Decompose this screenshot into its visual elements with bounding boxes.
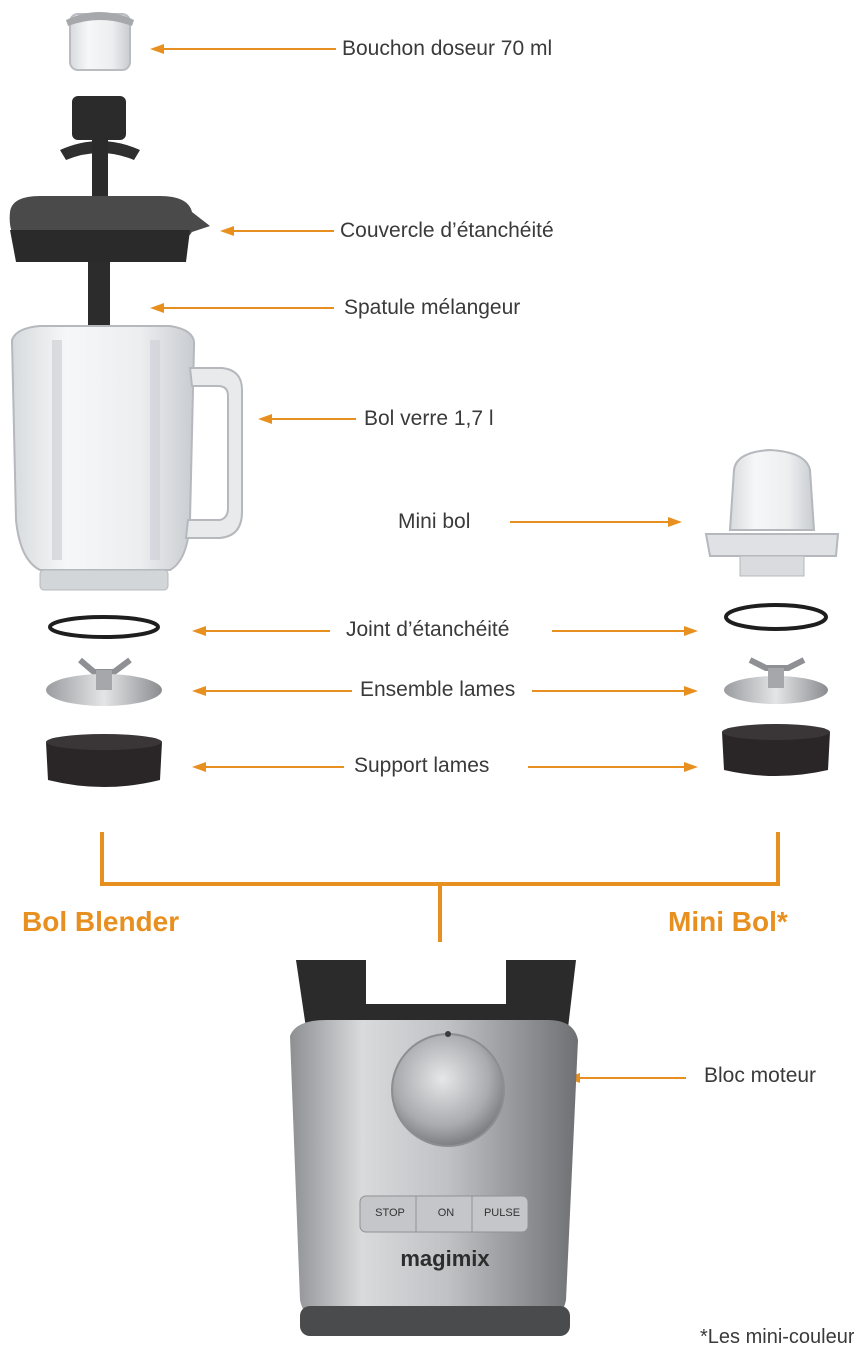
label-bouchon-doseur: Bouchon doseur 70 ml	[342, 37, 553, 60]
measuring-cap-illustration	[66, 12, 134, 71]
motor-block-illustration	[290, 960, 578, 1336]
group-mini-bol: Mini Bol*	[668, 906, 788, 937]
label-mini-bol: Mini bol	[398, 510, 471, 533]
right-parts-illustration	[722, 603, 830, 776]
compatibility-bracket	[100, 832, 780, 942]
brand-logo: magimix	[400, 1246, 490, 1271]
label-couvercle: Couvercle d’étanchéité	[340, 219, 554, 242]
label-support-lames: Support lames	[354, 754, 490, 777]
lid-and-spatula-illustration	[9, 96, 210, 342]
pulse-button: PULSE	[483, 1207, 521, 1219]
footnote: *Les mini-couleurs	[700, 1326, 854, 1348]
stop-button: STOP	[375, 1207, 405, 1219]
callout-arrows	[150, 44, 698, 1083]
on-button: ON	[437, 1207, 455, 1219]
glass-jug-illustration	[10, 325, 243, 591]
left-parts-illustration	[46, 615, 162, 787]
mini-bowl-illustration	[704, 448, 840, 577]
label-ensemble-lames: Ensemble lames	[360, 678, 516, 701]
label-spatule: Spatule mélangeur	[344, 296, 521, 319]
label-bol-verre: Bol verre 1,7 l	[364, 407, 494, 430]
label-bloc-moteur: Bloc moteur	[704, 1064, 817, 1087]
label-joint: Joint d’étanchéité	[346, 618, 510, 641]
group-bol-blender: Bol Blender	[22, 906, 180, 937]
